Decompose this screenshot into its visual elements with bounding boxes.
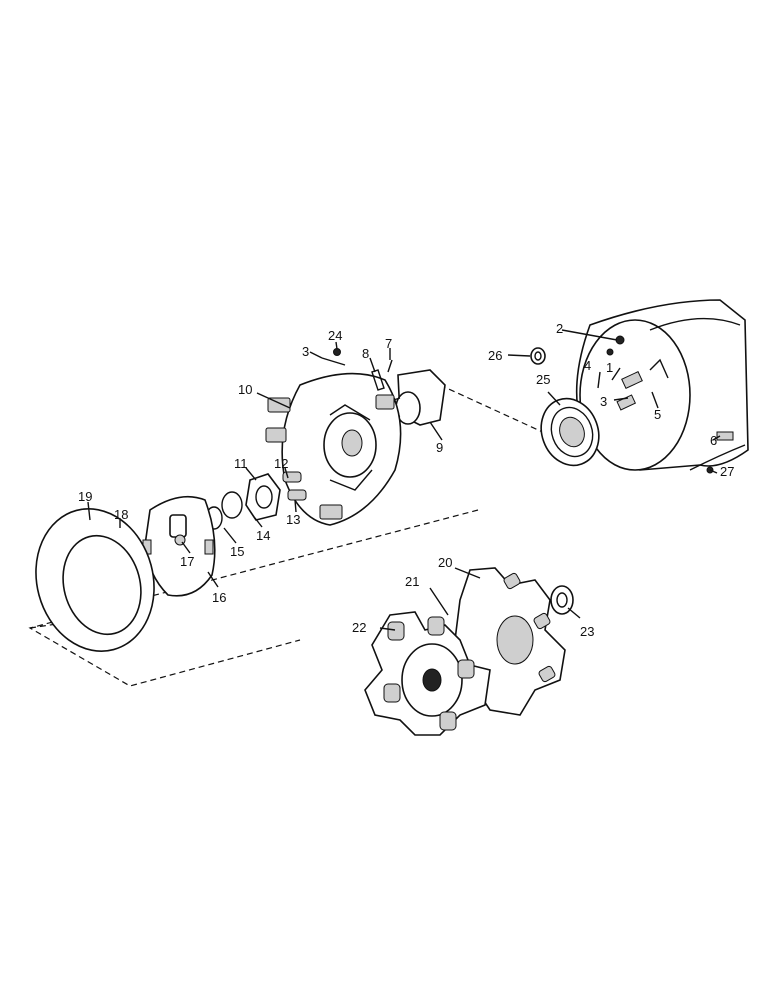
callout-16: 16 bbox=[212, 590, 226, 605]
callout-2: 2 bbox=[556, 321, 563, 336]
friction-ring-19 bbox=[35, 508, 155, 652]
callout-4: 4 bbox=[584, 358, 591, 373]
callout-6: 6 bbox=[710, 433, 717, 448]
leader-lines bbox=[87, 329, 721, 631]
callout-27: 27 bbox=[720, 464, 734, 479]
callout-22: 22 bbox=[352, 620, 366, 635]
intermediate-plate-16 bbox=[142, 495, 216, 597]
callout-8: 8 bbox=[362, 346, 369, 361]
flywheel-housing bbox=[575, 299, 749, 471]
release-housing-9 bbox=[379, 369, 446, 426]
callout-3b: 3 bbox=[600, 394, 607, 409]
callout-25: 25 bbox=[536, 372, 550, 387]
callout-13: 13 bbox=[286, 512, 300, 527]
callout-24: 24 bbox=[328, 328, 342, 343]
callout-7: 7 bbox=[385, 336, 392, 351]
callout-26: 26 bbox=[488, 348, 502, 363]
bearing-plate-25 bbox=[540, 397, 600, 467]
pressure-plate-cover-10 bbox=[265, 372, 402, 526]
callout-9: 9 bbox=[436, 440, 443, 455]
callout-12: 12 bbox=[274, 456, 288, 471]
callout-labels: 1 2 3 3 4 5 6 7 8 9 10 11 12 13 14 15 16… bbox=[78, 321, 734, 639]
callout-1: 1 bbox=[606, 360, 613, 375]
callout-10: 10 bbox=[238, 382, 252, 397]
callout-19: 19 bbox=[78, 489, 92, 504]
clutch-disc-21-22 bbox=[364, 611, 491, 736]
callout-21: 21 bbox=[405, 574, 419, 589]
callout-20: 20 bbox=[438, 555, 452, 570]
callout-23: 23 bbox=[580, 624, 594, 639]
release-bearing-11 bbox=[245, 473, 281, 521]
callout-15: 15 bbox=[230, 544, 244, 559]
callout-11: 11 bbox=[234, 456, 248, 471]
callout-18: 18 bbox=[114, 507, 128, 522]
callout-14: 14 bbox=[256, 528, 270, 543]
callout-5: 5 bbox=[654, 407, 661, 422]
bolts bbox=[321, 348, 714, 474]
callout-17: 17 bbox=[180, 554, 194, 569]
collar-23 bbox=[550, 585, 574, 615]
bearing-26 bbox=[530, 347, 546, 365]
callout-3a: 3 bbox=[302, 344, 309, 359]
